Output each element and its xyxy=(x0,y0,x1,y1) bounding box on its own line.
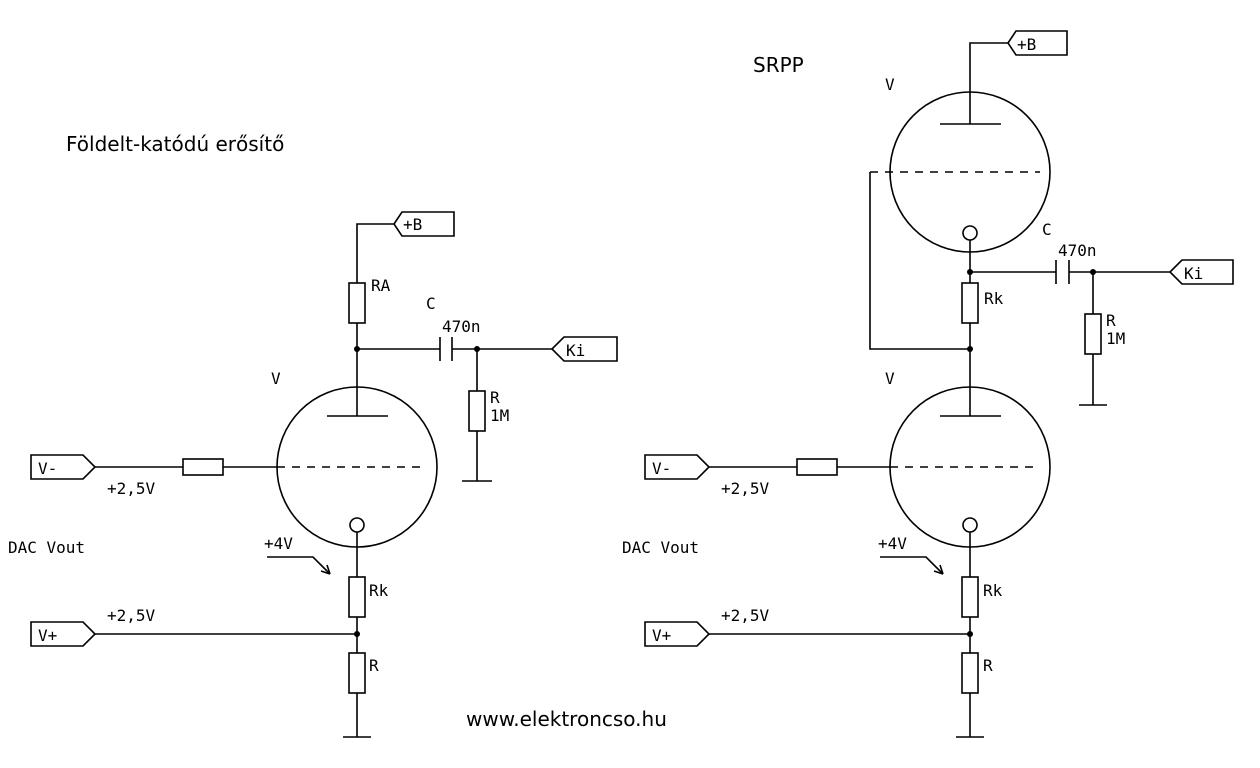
right-upper-tube-plate xyxy=(940,92,1001,125)
right-input-neg-tag xyxy=(644,454,711,480)
left-load-value: 1M xyxy=(490,406,509,425)
right-midpoint-junction xyxy=(967,346,973,352)
right-supply-tag xyxy=(1007,30,1068,56)
right-bottom-resistor-label: R xyxy=(983,656,993,675)
right-voltage-arrowhead xyxy=(933,564,944,575)
left-tube-cathode xyxy=(349,517,365,533)
left-bottom-resistor-label: R xyxy=(369,656,379,675)
left-output-tag xyxy=(550,336,618,362)
left-input-pos-tag xyxy=(30,621,97,647)
right-cap-label: C xyxy=(1042,220,1052,239)
left-title: Földelt-katódú erősítő xyxy=(66,132,284,156)
right-upper-tube-label: V xyxy=(885,75,895,94)
right-ground xyxy=(956,693,984,738)
right-cathode-resistor xyxy=(961,576,979,618)
left-input-neg-tag xyxy=(30,454,97,480)
left-load-resistor-label: R xyxy=(490,388,500,407)
right-load-value: 1M xyxy=(1106,329,1125,348)
right-feedback-wire xyxy=(869,172,970,350)
right-dac-label: DAC Vout xyxy=(622,538,699,557)
right-coupling-capacitor xyxy=(1055,260,1070,284)
left-cap-label: C xyxy=(426,294,436,313)
right-supply-label: +B xyxy=(1017,35,1036,54)
left-cap-value: 470n xyxy=(442,317,481,336)
right-cathode-voltage: +4V xyxy=(878,534,907,553)
right-grid-resistor xyxy=(796,458,838,476)
right-lower-tube-cathode xyxy=(962,517,978,533)
left-cathode-voltage: +4V xyxy=(264,534,293,553)
left-input-neg-label: V- xyxy=(38,459,57,478)
left-ref-voltage: +2,5V xyxy=(107,606,156,625)
right-input-neg-label: V- xyxy=(652,459,671,478)
left-supply-label: +B xyxy=(403,215,422,234)
right-grid-voltage: +2,5V xyxy=(721,479,770,498)
right-cathode-resistor-label: Rk xyxy=(983,581,1003,600)
left-anode-resistor-label: RA xyxy=(371,276,391,295)
left-voltage-arrowhead xyxy=(320,564,331,575)
left-grid-voltage: +2,5V xyxy=(107,479,156,498)
right-upper-cathode-resistor-label: Rk xyxy=(984,289,1004,308)
right-input-pos-tag xyxy=(644,621,711,647)
left-input-pos-label: V+ xyxy=(38,626,57,645)
right-upper-cathode-resistor xyxy=(961,282,979,324)
right-supply-wire xyxy=(969,42,1008,92)
left-circuit: +B RA C 470n Ki R 1M V V- +2,5V xyxy=(8,211,618,738)
left-ground xyxy=(343,693,371,738)
left-grid-resistor xyxy=(182,458,224,476)
right-input-pos-label: V+ xyxy=(652,626,671,645)
right-ref-voltage: +2,5V xyxy=(721,606,770,625)
left-supply-tag xyxy=(393,211,455,237)
left-voltage-arrow xyxy=(267,556,331,575)
left-cathode-resistor-label: Rk xyxy=(369,581,389,600)
left-dac-label: DAC Vout xyxy=(8,538,85,557)
right-upper-tube-cathode xyxy=(962,225,978,241)
left-tube-label: V xyxy=(271,369,281,388)
right-load-resistor xyxy=(1084,313,1102,355)
left-coupling-capacitor xyxy=(439,337,453,361)
left-bottom-resistor xyxy=(348,652,366,694)
right-circuit: +B V Rk C 470n Ki R 1M V xyxy=(622,30,1234,738)
left-output-label: Ki xyxy=(566,341,585,360)
website-label: www.elektroncso.hu xyxy=(466,707,667,731)
right-load-resistor-label: R xyxy=(1106,311,1116,330)
left-cathode-resistor xyxy=(348,576,366,618)
right-lower-tube-label: V xyxy=(885,369,895,388)
right-output-tag xyxy=(1168,259,1234,285)
right-bottom-resistor xyxy=(961,652,979,694)
right-title: SRPP xyxy=(753,53,804,77)
left-load-resistor xyxy=(468,390,486,432)
right-output-label: Ki xyxy=(1184,264,1203,283)
left-anode-resistor xyxy=(348,282,366,324)
right-voltage-arrow xyxy=(880,556,944,575)
left-supply-wire xyxy=(356,223,394,283)
right-cap-value: 470n xyxy=(1058,241,1097,260)
